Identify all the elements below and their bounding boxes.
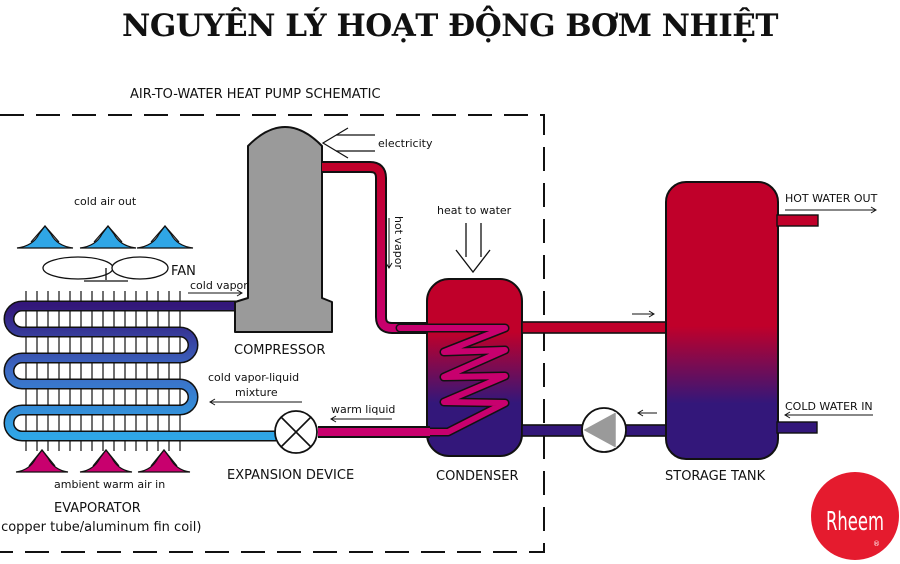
cold-air-arrow-icon bbox=[136, 225, 194, 249]
evaporator-label: EVAPORATOR bbox=[54, 501, 141, 516]
warm-liquid-label: warm liquid bbox=[331, 403, 395, 416]
hot-vapor-pipe bbox=[322, 161, 430, 334]
circulation-pump-icon bbox=[581, 407, 627, 453]
schematic-title: AIR-TO-WATER HEAT PUMP SCHEMATIC bbox=[130, 87, 381, 102]
electricity-icon bbox=[321, 127, 375, 159]
warm-air-arrow-icon bbox=[137, 449, 191, 473]
hot-water-supply-pipe bbox=[521, 321, 668, 334]
warm-liquid-arrow bbox=[330, 415, 392, 423]
hot-water-out-pipe bbox=[776, 214, 819, 227]
registered-mark: ® bbox=[873, 540, 880, 548]
electricity-label: electricity bbox=[378, 137, 433, 150]
cold-air-out-label: cold air out bbox=[74, 195, 137, 208]
ambient-warm-air-label: ambient warm air in bbox=[54, 478, 165, 491]
condenser-label: CONDENSER bbox=[436, 469, 518, 484]
cold-vapor-arrow bbox=[188, 289, 243, 297]
warm-air-arrow-icon bbox=[79, 449, 133, 473]
evaporator-sub-label: (copper tube/aluminum fin coil) bbox=[0, 520, 201, 535]
evaporator-coil bbox=[3, 300, 276, 442]
warm-air-arrows bbox=[15, 449, 191, 473]
compressor bbox=[234, 126, 333, 333]
compressor-label: COMPRESSOR bbox=[234, 343, 325, 358]
page-title: NGUYÊN LÝ HOẠT ĐỘNG BƠM NHIỆT bbox=[121, 8, 779, 44]
evaporator-fins bbox=[25, 291, 181, 451]
mixture-label-line1: cold vapor-liquid bbox=[208, 371, 299, 384]
hot-vapor-arrow bbox=[385, 218, 393, 269]
mixture-label-line2: mixture bbox=[235, 386, 278, 399]
heat-to-water-arrow-icon bbox=[455, 223, 491, 274]
cold-air-arrow-icon bbox=[79, 225, 137, 249]
rheem-logo-text: Rheem bbox=[826, 507, 884, 537]
heat-to-water-label: heat to water bbox=[437, 204, 512, 217]
cold-air-arrows bbox=[16, 225, 194, 249]
condenser-coil bbox=[395, 323, 510, 437]
hot-vapor-label: hot vapor bbox=[392, 216, 405, 269]
fan-icon bbox=[42, 256, 169, 282]
cold-water-in-pipe bbox=[776, 421, 818, 434]
warm-air-arrow-icon bbox=[15, 449, 69, 473]
cold-vapor-label: cold vapor bbox=[190, 279, 248, 292]
mixture-arrow bbox=[209, 398, 302, 406]
rheem-logo: Rheem ® bbox=[811, 472, 899, 560]
expansion-device-label: EXPANSION DEVICE bbox=[227, 468, 354, 483]
expansion-device-icon bbox=[274, 410, 318, 454]
fan-label: FAN bbox=[171, 264, 196, 279]
storage-tank-label: STORAGE TANK bbox=[665, 469, 766, 484]
storage-tank bbox=[665, 181, 779, 460]
cold-water-in-label: COLD WATER IN bbox=[785, 400, 873, 413]
cold-air-arrow-icon bbox=[16, 225, 74, 249]
hot-water-out-label: HOT WATER OUT bbox=[785, 192, 878, 205]
